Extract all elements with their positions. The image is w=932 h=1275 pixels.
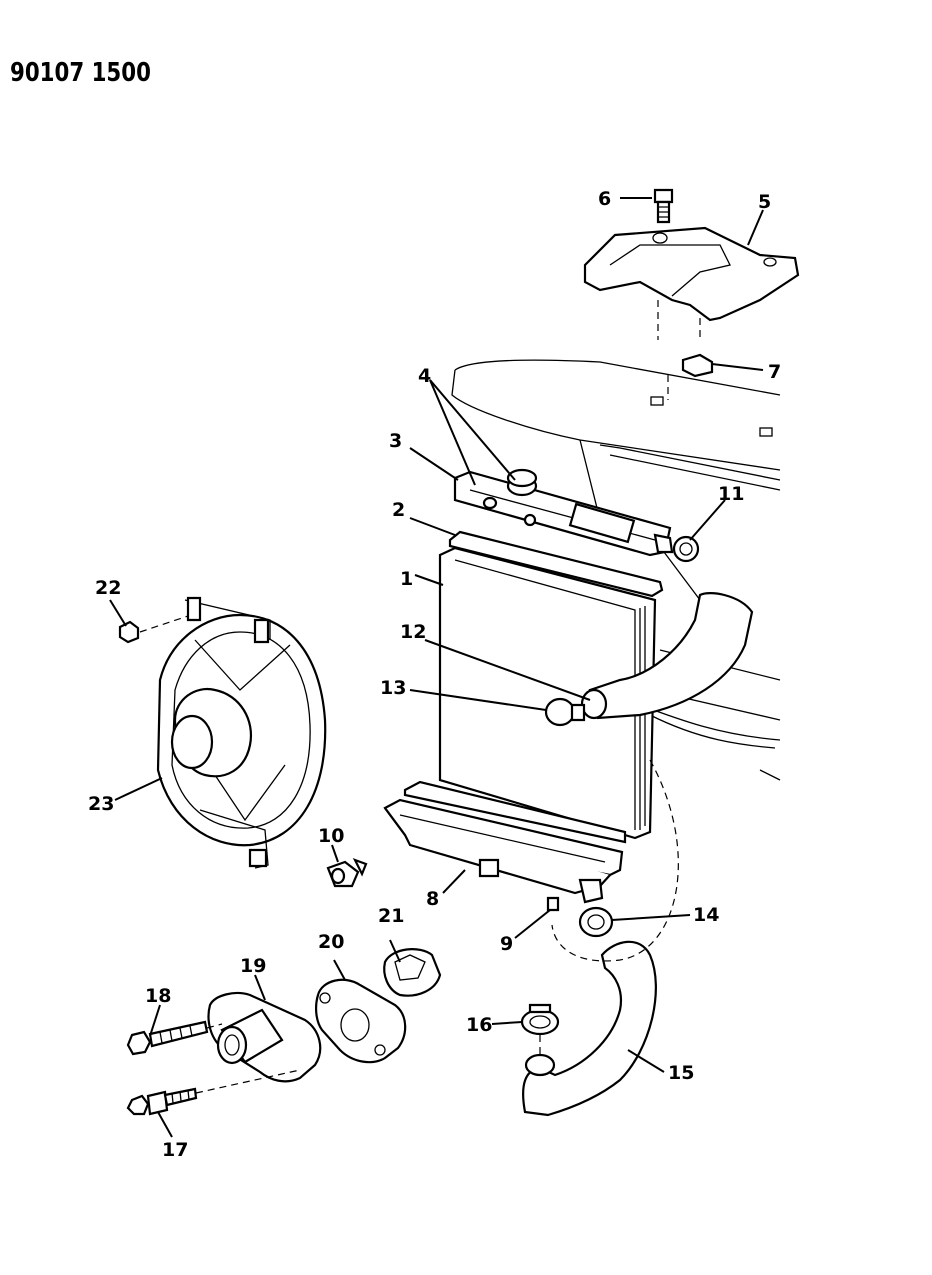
callout-22: 22 [95,577,121,599]
part-15-lower-hose [522,759,679,1117]
part-18-bolt [126,1020,223,1056]
part-7-clip [667,353,714,400]
callout-1: 1 [400,568,413,590]
part-14-clamp [578,906,614,938]
callout-19: 19 [240,955,266,977]
callout-17: 17 [162,1139,188,1161]
callout-20: 20 [318,931,344,953]
part-6-bolt [653,188,674,224]
callout-18: 18 [145,985,171,1007]
callout-3: 3 [389,430,402,452]
callout-5: 5 [758,191,771,213]
callout-11: 11 [718,483,744,505]
callout-8: 8 [426,888,439,910]
part-22-nut [118,615,189,644]
part-11-clamp [672,535,700,563]
callout-10: 10 [318,825,344,847]
callout-labels: 1 2 3 4 5 6 7 8 9 10 11 12 13 14 15 16 1… [88,188,781,1161]
callout-12: 12 [400,621,426,643]
part-23-fan-assembly [156,596,327,869]
part-9-drain [546,896,560,912]
part-8-lower-tank [383,780,627,904]
callout-13: 13 [380,677,406,699]
part-1-radiator-core [438,546,657,840]
callout-15: 15 [668,1062,694,1084]
part-20-gasket [315,978,407,1064]
callout-2: 2 [392,499,405,521]
part-12-upper-hose [580,592,754,720]
document-number: 90107 1500 [10,58,151,88]
part-10-sensor [326,858,368,888]
leader-lines [109,197,764,1138]
callout-4: 4 [418,365,431,387]
part-2-gasket [448,530,664,598]
part-17-bolt [126,1069,301,1116]
part-3-upper-tank [453,470,674,557]
part-21-thermostat [383,948,442,997]
callout-16: 16 [466,1014,492,1036]
part-5-bracket [583,226,800,340]
part-4-radiator-cap [506,468,538,497]
callout-14: 14 [693,904,719,926]
part-16-clamp [520,1003,560,1055]
callout-9: 9 [500,933,513,955]
callout-21: 21 [378,905,404,927]
part-13-clamp [544,697,586,727]
part-19-housing [207,991,322,1083]
callout-7: 7 [768,361,781,383]
callout-6: 6 [598,188,611,210]
callout-23: 23 [88,793,114,815]
